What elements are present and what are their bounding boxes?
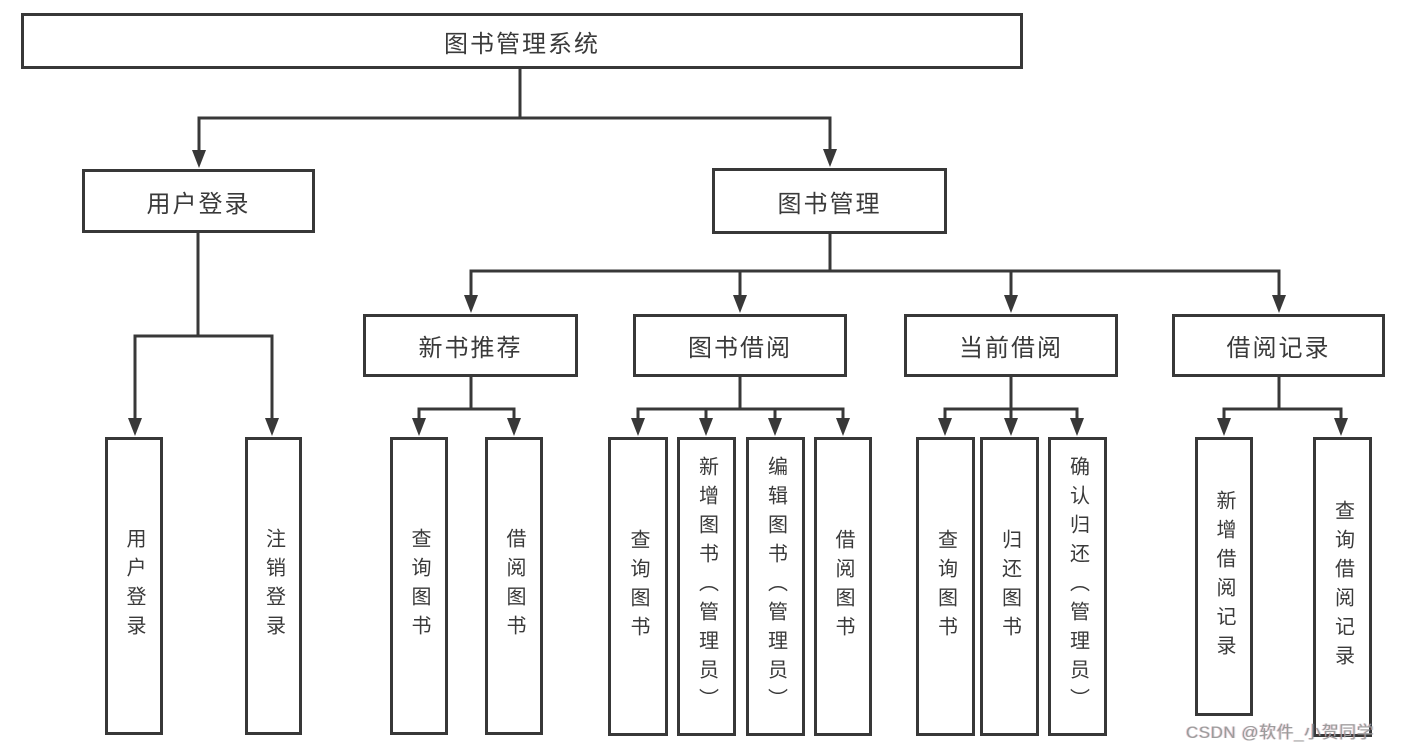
leaf-newbooks-query: 查询图书 — [390, 437, 448, 735]
leaf-user-login: 用户登录 — [105, 437, 163, 735]
node-root-label: 图书管理系统 — [444, 30, 600, 58]
node-current-borrow-label: 当前借阅 — [959, 335, 1063, 362]
leaf-current-confirm-admin: 确认归还（管理员） — [1048, 437, 1107, 736]
node-current-borrow: 当前借阅 — [904, 314, 1118, 377]
watermark: CSDN @软件_小贺同学 — [1186, 723, 1375, 742]
leaf-borrow-add-admin: 新增图书（管理员） — [677, 437, 736, 736]
node-book-management: 图书管理 — [712, 168, 947, 234]
leaf-logout-label: 注销登录 — [262, 528, 285, 644]
node-new-book-recommend-label: 新书推荐 — [418, 335, 523, 362]
leaf-newbooks-borrow: 借阅图书 — [485, 437, 543, 735]
leaf-current-return-label: 归还图书 — [998, 528, 1021, 645]
leaf-borrow-borrow: 借阅图书 — [814, 437, 872, 736]
node-new-book-recommend: 新书推荐 — [363, 314, 578, 377]
leaf-current-confirm-admin-label: 确认归还（管理员） — [1066, 456, 1089, 717]
node-book-borrow: 图书借阅 — [633, 314, 847, 377]
leaf-borrow-query-label: 查询图书 — [627, 528, 649, 645]
node-root: 图书管理系统 — [21, 13, 1023, 69]
leaf-newbooks-borrow-label: 借阅图书 — [503, 528, 525, 644]
leaf-current-return: 归还图书 — [980, 437, 1039, 736]
leaf-borrow-add-admin-label: 新增图书（管理员） — [695, 456, 718, 717]
leaf-records-query: 查询借阅记录 — [1313, 437, 1372, 737]
node-borrow-records-label: 借阅记录 — [1226, 335, 1331, 362]
node-book-borrow-label: 图书借阅 — [688, 335, 792, 362]
node-user-login: 用户登录 — [82, 169, 315, 233]
leaf-user-login-label: 用户登录 — [123, 528, 145, 644]
leaf-current-query-label: 查询图书 — [934, 528, 957, 645]
leaf-records-add-label: 新增借阅记录 — [1213, 489, 1235, 664]
leaf-current-query: 查询图书 — [916, 437, 975, 736]
leaf-logout: 注销登录 — [245, 437, 302, 735]
leaf-borrow-query: 查询图书 — [608, 437, 668, 736]
leaf-newbooks-query-label: 查询图书 — [408, 528, 430, 644]
leaf-borrow-edit-admin: 编辑图书（管理员） — [746, 437, 805, 736]
node-book-management-label: 图书管理 — [777, 190, 882, 218]
leaf-borrow-borrow-label: 借阅图书 — [832, 528, 854, 645]
node-user-login-label: 用户登录 — [146, 190, 251, 218]
leaf-borrow-edit-admin-label: 编辑图书（管理员） — [764, 456, 787, 717]
node-borrow-records: 借阅记录 — [1172, 314, 1385, 377]
leaf-records-query-label: 查询借阅记录 — [1331, 500, 1354, 674]
leaf-records-add: 新增借阅记录 — [1195, 437, 1253, 716]
